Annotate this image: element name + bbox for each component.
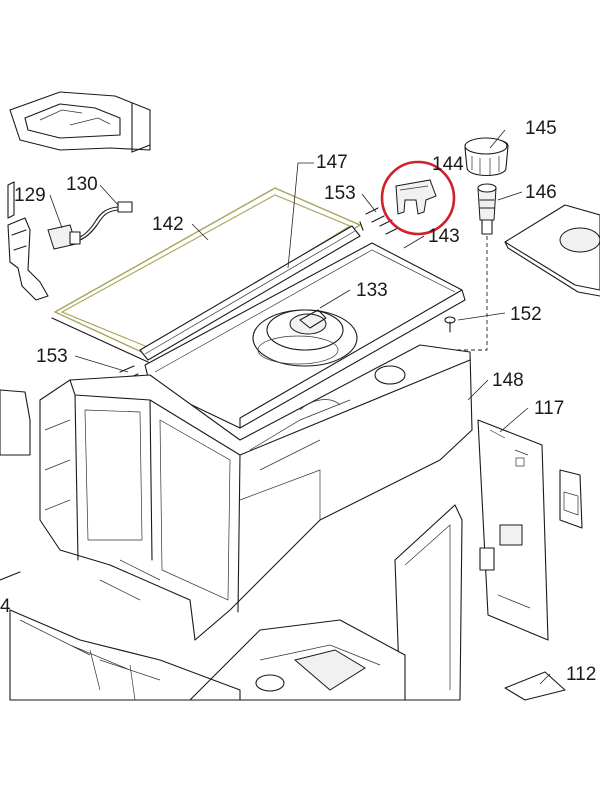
label-112: 112 <box>566 664 596 685</box>
part-153-pins-upper <box>365 207 399 235</box>
highlight-circle-144 <box>380 160 456 236</box>
label-147: 147 <box>316 152 348 173</box>
part-142-gasket <box>51 187 364 363</box>
part-right-plate <box>504 204 600 297</box>
label-130: 130 <box>66 174 98 195</box>
part-lower-right-housing <box>189 619 566 701</box>
part-143-lid <box>144 242 466 429</box>
leader-lines <box>49 129 551 685</box>
label-133: 133 <box>356 280 388 301</box>
part-144-latch <box>395 179 437 215</box>
part-top-left-partial <box>9 91 151 153</box>
label-143: 143 <box>428 226 460 247</box>
part-lower-left-partial <box>0 389 241 701</box>
part-129-bracket <box>7 181 49 301</box>
label-148: 148 <box>492 370 524 391</box>
part-130-cable <box>69 201 133 245</box>
label-129: 129 <box>14 185 46 206</box>
part-117-circuit-board <box>477 419 549 641</box>
callout-labels: 145 147 144 146 153 130 129 142 143 133 … <box>0 118 596 685</box>
label-144: 144 <box>432 154 464 175</box>
label-153-upper: 153 <box>324 183 356 204</box>
part-146-valve <box>477 183 497 235</box>
label-117: 117 <box>534 398 564 419</box>
label-4: 4 <box>0 596 11 617</box>
part-148-housing <box>39 344 473 641</box>
label-153-lower: 153 <box>36 346 68 367</box>
label-146: 146 <box>525 182 557 203</box>
label-142: 142 <box>152 214 184 235</box>
label-145: 145 <box>525 118 557 139</box>
part-right-small-gasket <box>559 469 583 529</box>
assembly-dashed-line <box>448 236 488 351</box>
part-145-knob <box>464 137 509 177</box>
part-152-screw <box>444 316 456 333</box>
part-147-rod <box>139 225 361 361</box>
label-152: 152 <box>510 304 542 325</box>
